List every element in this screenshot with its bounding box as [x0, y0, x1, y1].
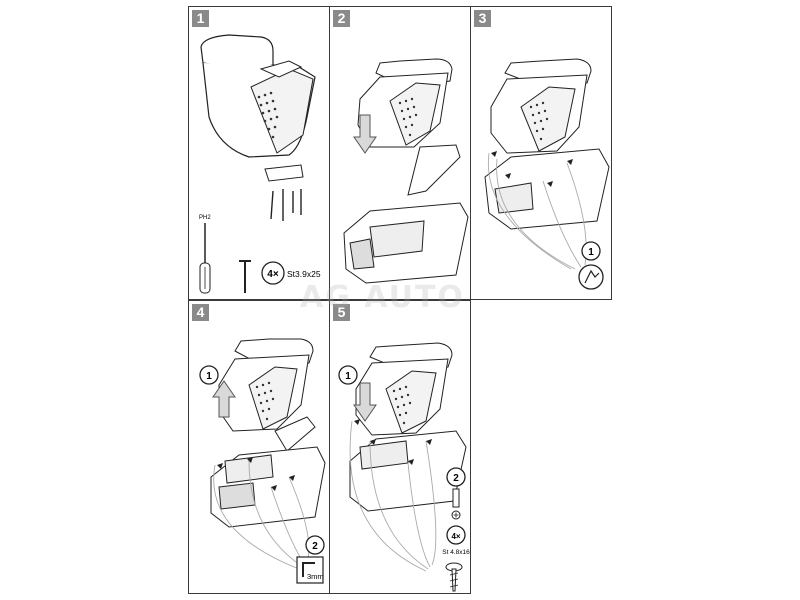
step-3-badge: 3 [474, 10, 491, 27]
self-tapping-screw-icon [445, 562, 463, 592]
step-4-callout-1: 1 [206, 371, 212, 382]
screw-spec-label: St3.9x25 [287, 269, 321, 279]
hex-key-size-label: 3mm [307, 572, 324, 581]
step-2-panel: 2 [329, 6, 471, 300]
perforation-pattern [257, 91, 279, 139]
down-arrow-icon [353, 114, 377, 154]
watermark: AG AUTO [300, 280, 465, 315]
screw-count-label: 4× [267, 269, 279, 280]
up-arrow-icon [212, 380, 236, 418]
step-2-badge: 2 [333, 10, 350, 27]
step-1-badge: 1 [192, 10, 209, 27]
armrest-fit-illustration: 1 [484, 58, 610, 290]
armrest-lift-illustration: 1 2 3mm [199, 338, 326, 584]
step-5-callout-2: 2 [453, 473, 459, 484]
step-4-callout-2: 2 [312, 541, 318, 552]
screw-icon [239, 260, 251, 293]
step-5-panel: 5 1 [329, 300, 471, 594]
step-1-panel: 1 [188, 6, 330, 300]
armrest-exploded-illustration: PH2 4× St3.9x25 [199, 34, 321, 294]
screwdriver-size-label: PH2 [199, 215, 211, 221]
step-3-panel: 3 1 [470, 6, 612, 300]
screws-exploded [270, 189, 302, 221]
down-arrow-icon [353, 382, 377, 422]
step-5-badge: 5 [333, 304, 350, 321]
screw-count-circle [446, 525, 466, 545]
hex-key-icon [296, 556, 324, 584]
step-5-screw-count: 4× [451, 532, 460, 541]
step-4-badge: 4 [192, 304, 209, 321]
step-4-panel: 4 1 [188, 300, 330, 594]
armrest-mounting-illustration [343, 58, 469, 284]
screwdriver-icon [199, 223, 211, 294]
step-5-screw-spec: St 4.8x16 [442, 549, 470, 556]
armrest-final-fix-illustration: 1 2 4× St 4.8x16 [338, 342, 470, 592]
step-3-callout-1: 1 [588, 247, 594, 258]
step-5-callout-1: 1 [345, 371, 351, 382]
hand-press-icon [578, 264, 604, 290]
screw-count-circle [261, 261, 285, 285]
screwdriver-bit-icon [451, 488, 461, 520]
